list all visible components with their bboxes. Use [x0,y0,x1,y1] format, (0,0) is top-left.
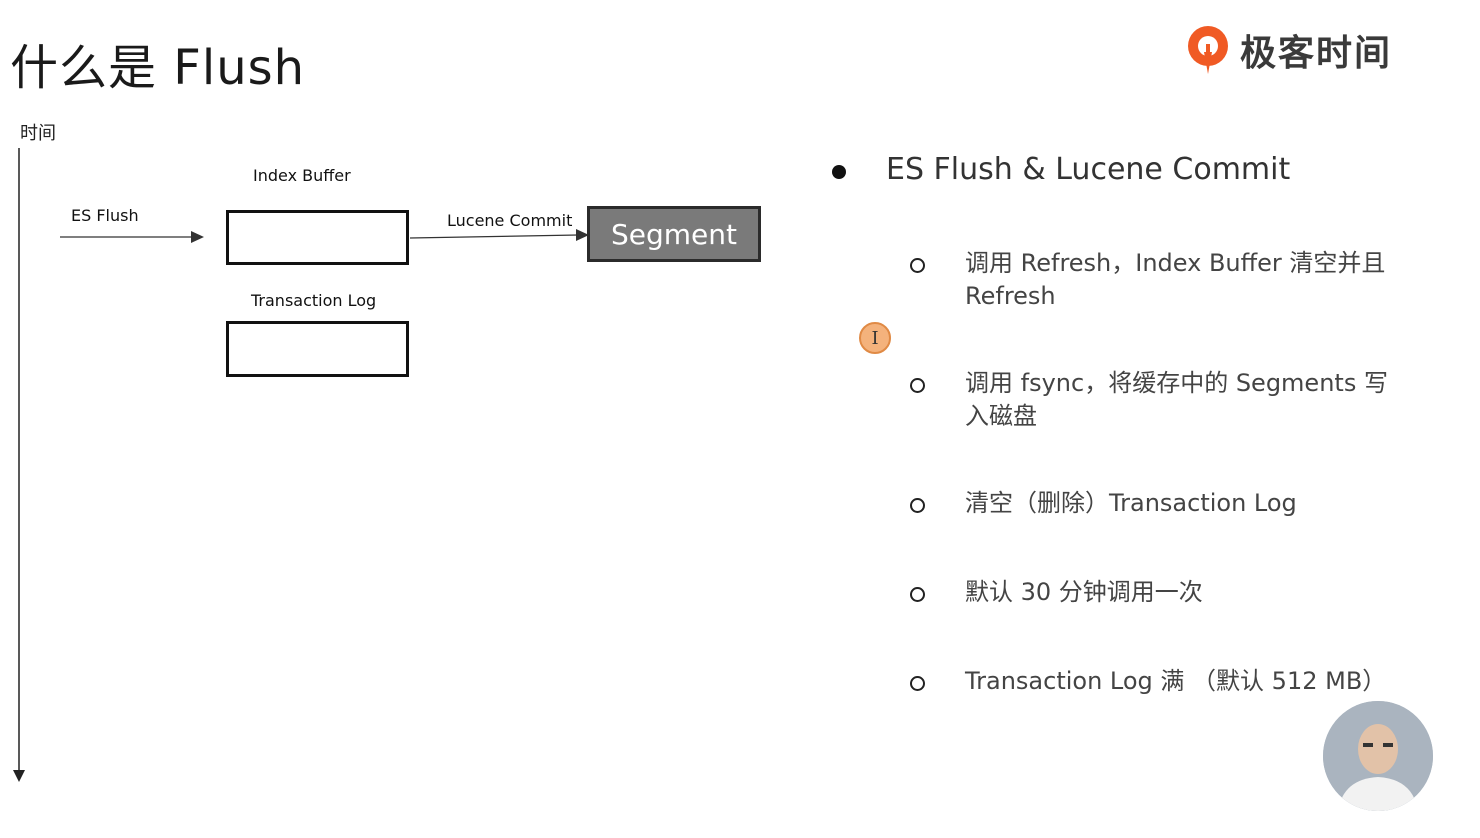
index-buffer-label: Index Buffer [253,166,351,185]
bullet-circle-icon [910,676,925,691]
bullet-circle-icon [910,258,925,273]
geektime-logo-icon [1188,26,1228,74]
main-bullet-text: ES Flush & Lucene Commit [886,152,1291,187]
es-flush-label: ES Flush [71,206,139,225]
transaction-log-label: Transaction Log [251,291,377,310]
main-bullet: ES Flush & Lucene Commit [832,152,1290,187]
sub-bullet: 默认 30 分钟调用一次 [910,576,1390,609]
sub-bullet: 调用 Refresh，Index Buffer 清空并且 Refresh [910,247,1390,313]
sub-bullet-text: Transaction Log 满 （默认 512 MB） [965,667,1387,695]
text-cursor-icon: I [859,322,891,354]
bullet-circle-icon [910,498,925,513]
presenter-avatar [1323,701,1433,811]
index-buffer-box [226,210,409,265]
sub-bullet-text: 清空（删除）Transaction Log [965,489,1297,517]
sub-bullet-text: 默认 30 分钟调用一次 [965,578,1203,606]
segment-box: Segment [587,206,761,262]
sub-bullet-text: 调用 fsync，将缓存中的 Segments 写入磁盘 [965,369,1388,430]
sub-bullet: 清空（删除）Transaction Log [910,487,1390,520]
page-title: 什么是 Flush [10,40,306,96]
lucene-commit-label: Lucene Commit [447,211,573,230]
sub-bullet: 调用 fsync，将缓存中的 Segments 写入磁盘 [910,367,1390,433]
sub-bullet-text: 调用 Refresh，Index Buffer 清空并且 Refresh [965,249,1386,310]
sub-bullet: Transaction Log 满 （默认 512 MB） [910,665,1390,698]
bullet-circle-icon [910,378,925,393]
bullet-dot-icon [832,164,846,179]
bullet-circle-icon [910,587,925,602]
person-icon [1323,701,1433,811]
brand-logo: 极客时间 [1184,20,1392,80]
logo-text: 极客时间 [1240,33,1393,74]
time-axis-label: 时间 [20,123,56,144]
transaction-log-box [226,321,409,377]
